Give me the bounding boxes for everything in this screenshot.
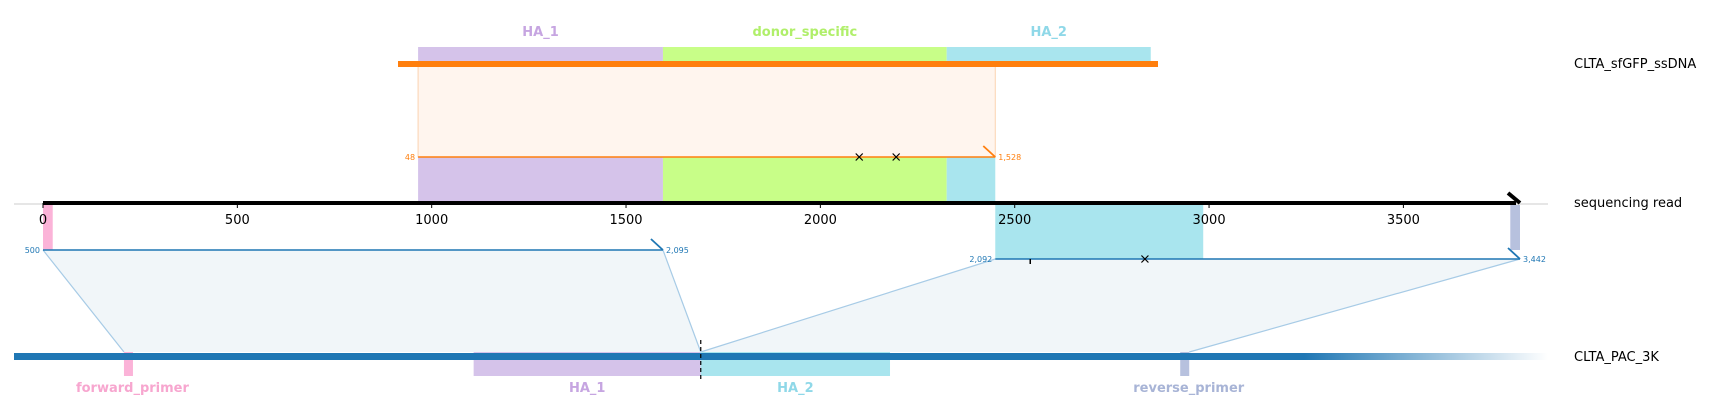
target-alignment-end-hook xyxy=(650,238,664,251)
read-axis-tick-label: 2500 xyxy=(998,213,1031,228)
feature-layer xyxy=(43,47,1520,376)
target-alignment-end-label: 3,442 xyxy=(1523,255,1546,264)
donor-feature-label-HA-1: HA_1 xyxy=(522,25,559,40)
read-axis-tick-label: 500 xyxy=(225,213,250,228)
track-layer xyxy=(14,61,1548,380)
target-alignment-end-label: 2,095 xyxy=(666,246,689,255)
read-end-hook xyxy=(1506,191,1522,205)
target-feature-label-HA-1: HA_1 xyxy=(569,381,606,396)
target-feature-reverse-primer xyxy=(1180,352,1190,376)
read-axis-ticks: 0 500 1000 1500 2000 2500 3000 3500 xyxy=(39,203,1420,228)
target-alignment-end-hook xyxy=(1507,247,1521,260)
donor-track-line xyxy=(398,61,1158,67)
read-feature-HA-2 xyxy=(995,203,1204,259)
read-feature-HA-1 xyxy=(418,157,663,203)
read-feature-reverse-primer xyxy=(1510,203,1520,250)
target-feature-label-reverse-primer: reverse_primer xyxy=(1133,381,1245,396)
read-axis-tick-label: 2000 xyxy=(804,213,837,228)
target-alignment-region xyxy=(700,259,1520,352)
donor-alignment-region xyxy=(417,63,996,158)
mismatch-marker xyxy=(855,153,864,161)
target-alignment-start-label: 2,092 xyxy=(969,255,992,264)
mismatch-stroke xyxy=(855,153,864,161)
donor-feature-donor-specific xyxy=(662,47,947,61)
target-feature-forward-primer xyxy=(123,352,133,376)
donor-feature-label-HA-2: HA_2 xyxy=(1030,25,1067,40)
donor-feature-HA-1 xyxy=(418,47,663,61)
mismatch-stroke xyxy=(892,153,901,161)
read-feature-HA-2 xyxy=(946,157,996,203)
read-feature-forward-primer xyxy=(43,203,53,250)
target-alignment-edge xyxy=(1189,258,1521,353)
target-alignment-region xyxy=(43,250,701,352)
target-track-line xyxy=(14,353,1304,360)
target-track-label: CLTA_PAC_3K xyxy=(1574,350,1659,365)
read-axis-tick-label: 3500 xyxy=(1387,213,1420,228)
alignment-layer: 48 1,528 500 2,095 2,092 3,442 xyxy=(25,145,1546,264)
target-feature-label-HA-2: HA_2 xyxy=(777,381,814,396)
read-track-label: sequencing read xyxy=(1574,196,1682,211)
target-track-fade xyxy=(1304,353,1548,360)
target-alignment-edge xyxy=(662,249,702,353)
target-alignment-edge xyxy=(700,258,996,353)
read-feature-donor-specific xyxy=(662,157,947,203)
mismatch-marker xyxy=(892,153,901,161)
read-axis-tick-label: 0 xyxy=(39,213,47,228)
mismatch-stroke xyxy=(1140,255,1149,263)
read-axis-tick-label: 3000 xyxy=(1193,213,1226,228)
target-alignment-edge xyxy=(42,249,125,353)
target-alignment-start-label: 500 xyxy=(25,246,40,255)
donor-alignment-start-label: 48 xyxy=(405,153,415,162)
mismatch-marker xyxy=(1140,255,1149,263)
donor-feature-HA-2 xyxy=(946,47,1151,61)
target-feature-label-forward-primer: forward_primer xyxy=(76,381,190,396)
donor-alignment-end-hook xyxy=(982,145,996,158)
donor-feature-label-donor-specific: donor_specific xyxy=(752,25,857,40)
read-axis-tick-label: 1500 xyxy=(609,213,642,228)
read-axis-tick-label: 1000 xyxy=(415,213,448,228)
donor-track-label: CLTA_sfGFP_ssDNA xyxy=(1574,57,1696,72)
donor-alignment-end-label: 1,528 xyxy=(998,153,1021,162)
alignment-fill-layer xyxy=(42,63,1521,353)
